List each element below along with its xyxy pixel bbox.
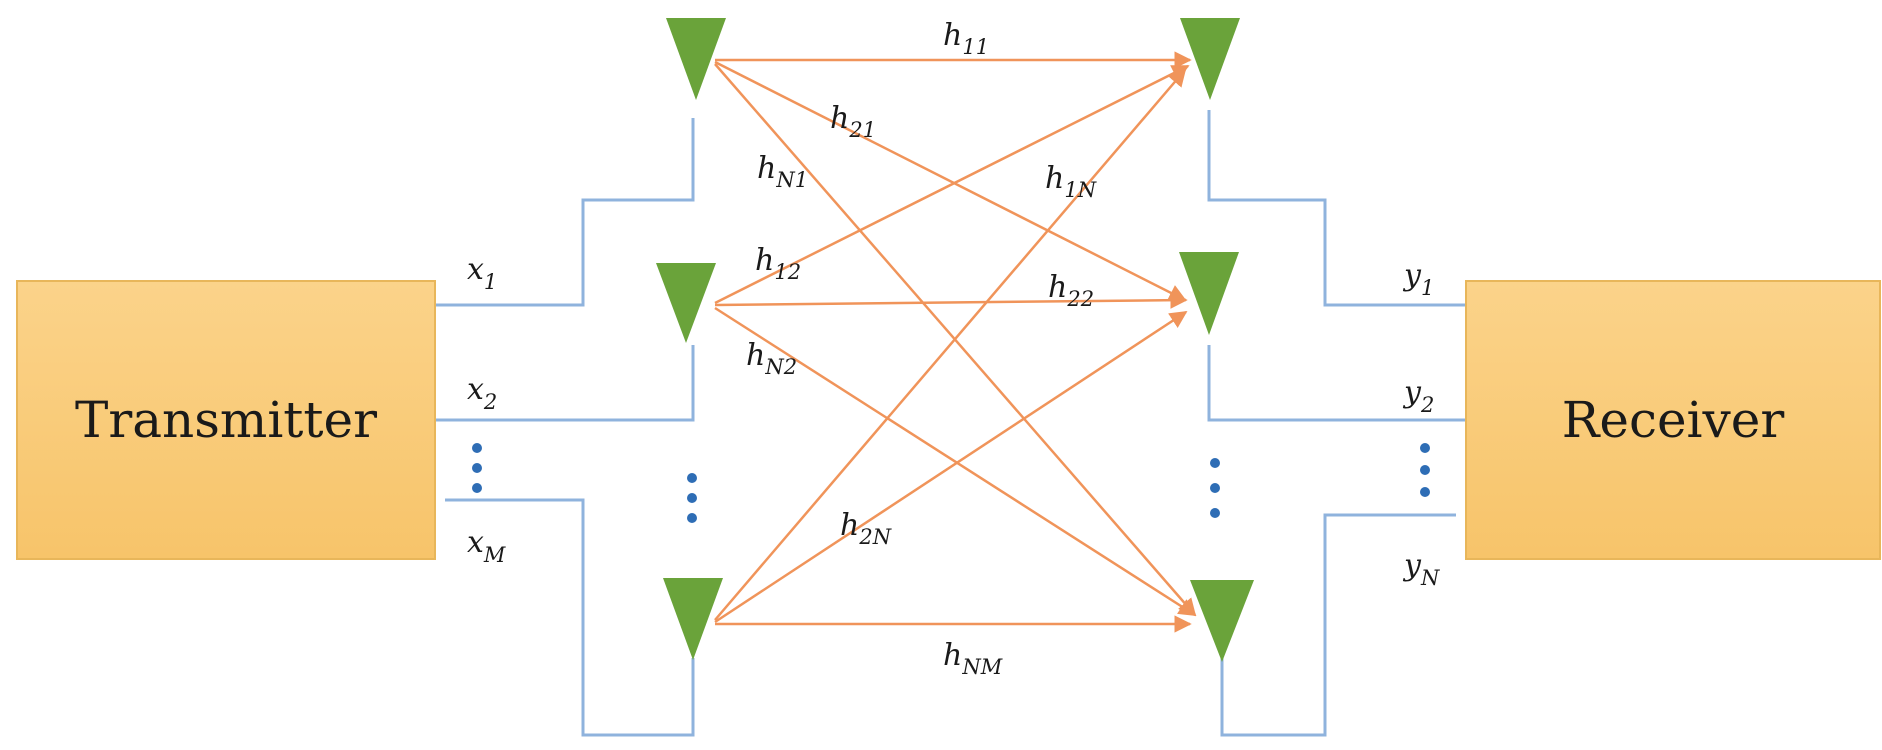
tx-antenna-2 [656,263,716,343]
receiver-label: Receiver [1561,391,1785,449]
rx-wire-1 [1207,110,1465,307]
tx-antenna-m [663,578,723,660]
transmitter-block: Transmitter [16,280,436,560]
ellipsis-dots-tx-antennas [687,473,697,523]
rx-antenna-n [1190,580,1254,662]
channel-label-h21: h21 [830,101,876,142]
channel-label-h22: h22 [1048,270,1094,311]
rx-antenna-1 [1180,18,1240,100]
tx-wire-2 [436,345,695,422]
channel-label-h2n: h2N [840,508,892,549]
input-label-xm: xM [467,525,506,567]
output-label-y2: y2 [1402,375,1434,417]
transmitter-label: Transmitter [74,391,377,449]
input-label-x2: x2 [467,372,497,414]
rx-antenna-2 [1179,252,1239,335]
channel-arrow-m-1 [714,68,1187,621]
tx-antenna-1 [666,18,726,100]
channel-arrow-2-2 [714,291,1188,309]
channel-label-h11: h11 [943,18,989,59]
ellipsis-dots-tx-lines [472,443,482,493]
channel-label-h12: h12 [755,243,801,284]
tx-wire-m [445,498,695,737]
channel-arrow-2-n [714,306,1197,617]
channel-label-hnm: hNM [943,638,1003,679]
channel-label-hn1: hN1 [757,151,808,192]
ellipsis-dots-rx-lines [1420,443,1430,497]
rx-wire-2 [1207,345,1465,422]
input-label-x1: x1 [467,252,497,294]
output-label-y1: y1 [1402,258,1434,300]
output-label-yn: yN [1402,548,1440,590]
channel-label-hn2: hN2 [746,338,797,379]
ellipsis-dots-rx-antennas [1210,458,1220,518]
channel-arrow-m-2 [714,310,1188,624]
channel-arrow-2-1 [714,64,1190,305]
tx-wire-1 [436,118,695,307]
channel-arrow-1-2 [714,60,1187,302]
receiver-block: Receiver [1465,280,1881,560]
rx-wire-n [1220,513,1456,737]
channel-label-h1n: h1N [1045,161,1097,202]
